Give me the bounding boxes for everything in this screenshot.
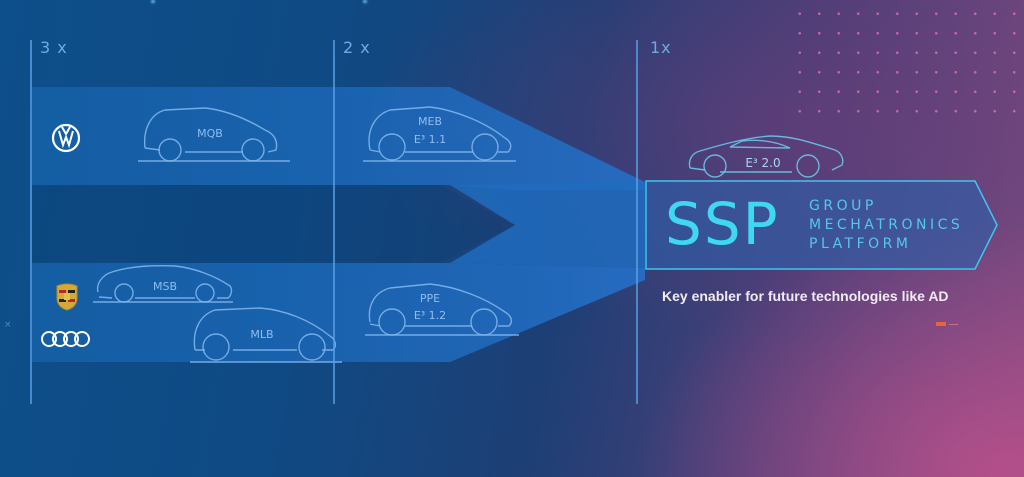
platform-sub-ssp: E³ 2.0 [745,156,781,170]
column-label-3x: 3 x [40,38,68,57]
ssp-line-group: GROUP [809,198,877,214]
platform-label-msb: MSB [152,280,178,293]
decorative-dash [949,324,958,325]
platform-label-meb: MEB [418,115,442,128]
tagline: Key enabler for future technologies like… [662,288,949,304]
ssp-line-mechatronics: MECHATRONICS [809,217,964,233]
ssp-acronym: SSP [665,190,780,258]
column-divider [30,40,32,404]
platform-sub-meb: E³ 1.1 [413,133,447,146]
decorative-mark [936,322,946,326]
column-label-1x: 1x [650,38,672,57]
platform-label-ppe: PPE [419,292,441,305]
platform-label-mlb: MLB [250,328,274,341]
vw-logo-icon [51,123,81,153]
edge-fragment: × [4,320,12,330]
porsche-crest-icon [56,283,78,311]
column-divider [333,40,335,404]
audi-rings-icon [41,331,90,347]
ssp-line-platform: PLATFORM [809,236,912,252]
decorative-glow-dot [151,0,155,3]
column-label-2x: 2 x [343,38,371,57]
platform-label-mqb: MQB [197,127,223,140]
decorative-dot-grid [790,4,1024,114]
column-divider [636,40,638,404]
decorative-glow-dot [363,0,367,3]
platform-sub-ppe: E³ 1.2 [413,309,447,322]
